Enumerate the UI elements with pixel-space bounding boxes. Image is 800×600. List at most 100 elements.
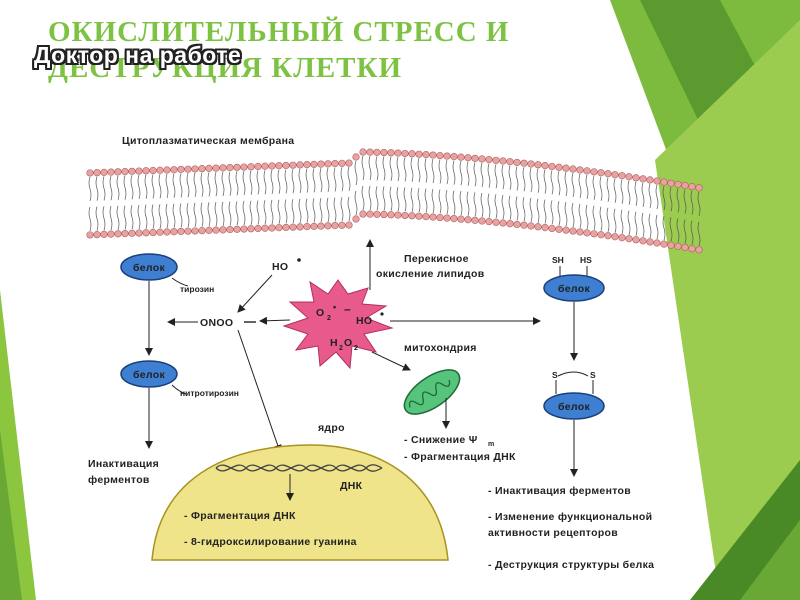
lipid-tail bbox=[347, 166, 351, 192]
lipid-tail bbox=[172, 203, 176, 228]
lipid-tail bbox=[459, 191, 463, 216]
lipid-head bbox=[674, 242, 682, 250]
lipid-head bbox=[569, 165, 577, 173]
lipid-head bbox=[373, 148, 381, 156]
lipid-tail bbox=[207, 172, 211, 197]
lipid-head bbox=[401, 149, 409, 158]
lipid-head bbox=[534, 223, 542, 231]
protein-oval-3: белок bbox=[543, 274, 605, 302]
lipid-head bbox=[198, 227, 206, 235]
lipid-tail bbox=[571, 172, 575, 198]
lipid-head bbox=[324, 222, 332, 230]
lipid-tail bbox=[158, 174, 162, 199]
lipid-head bbox=[128, 167, 136, 175]
lipid-head bbox=[646, 238, 654, 246]
enzyme-inactivation-line-1: Инактивация bbox=[88, 458, 159, 470]
lipid-head bbox=[667, 241, 675, 249]
lipid-tail bbox=[333, 167, 337, 192]
lipid-tail bbox=[361, 155, 365, 181]
lipid-head bbox=[170, 166, 178, 174]
lipid-tail bbox=[137, 204, 141, 230]
lipid-tail bbox=[221, 201, 225, 226]
arrow bbox=[237, 329, 282, 453]
lipid-head bbox=[268, 162, 276, 170]
lipid-head bbox=[632, 236, 640, 244]
cell-nucleus bbox=[151, 444, 449, 561]
lipid-head bbox=[142, 229, 150, 237]
lipid-head bbox=[506, 158, 514, 166]
lipid-tail bbox=[102, 176, 106, 201]
lipid-head bbox=[93, 169, 101, 177]
lipid-tail bbox=[361, 185, 365, 211]
lipid-tail bbox=[375, 156, 379, 181]
lipid-head bbox=[639, 237, 647, 245]
lipid-head bbox=[226, 163, 234, 172]
lipid-head bbox=[478, 217, 486, 225]
lipid-tail bbox=[263, 170, 267, 195]
lipid-tail bbox=[95, 206, 99, 231]
lipid-head bbox=[513, 158, 521, 167]
lipid-tail bbox=[676, 218, 680, 243]
lipid-tail bbox=[669, 217, 673, 242]
right-effect-2: - Изменение функциональной bbox=[488, 511, 652, 523]
lipid-head bbox=[366, 148, 374, 156]
lipid-tail bbox=[487, 163, 491, 188]
nucleus-effect-1: - Фрагментация ДНК bbox=[184, 510, 296, 522]
lipid-tail bbox=[116, 175, 120, 200]
nitrotyrosine-label: нитротирозин bbox=[180, 388, 239, 398]
lipid-head bbox=[380, 148, 388, 157]
lipid-head bbox=[282, 161, 290, 170]
lipid-head bbox=[149, 166, 157, 175]
lipid-tail bbox=[410, 187, 414, 212]
lipid-head bbox=[198, 165, 206, 173]
lipid-head bbox=[569, 227, 577, 235]
lipid-head bbox=[177, 227, 185, 236]
lipid-head bbox=[163, 166, 171, 174]
lipid-tail bbox=[109, 206, 113, 231]
lipid-head bbox=[660, 240, 668, 248]
protein-oval-2: белок bbox=[120, 360, 178, 388]
lipid-head bbox=[275, 162, 283, 170]
lipid-tail bbox=[382, 186, 386, 211]
lipid-head bbox=[415, 150, 423, 158]
lipid-tail bbox=[319, 167, 323, 193]
lipid-tail bbox=[557, 171, 561, 196]
lipid-head bbox=[394, 211, 402, 219]
lipid-head bbox=[534, 161, 542, 169]
hydroxyl-radical-label: HO bbox=[356, 315, 372, 327]
lipid-head bbox=[604, 170, 612, 178]
lipid-tail bbox=[417, 158, 421, 183]
lipid-tail bbox=[165, 173, 169, 199]
slide-title-line-2: ДЕСТРУКЦИЯ КЛЕТКИ bbox=[48, 52, 403, 84]
lipid-head bbox=[597, 231, 605, 239]
lipid-tail bbox=[641, 182, 645, 207]
lipid-tail bbox=[662, 185, 666, 211]
lipid-head bbox=[513, 220, 521, 229]
lipid-head bbox=[310, 222, 318, 230]
lipid-tail bbox=[515, 166, 519, 191]
enzyme-inactivation-line-2: ферментов bbox=[88, 474, 150, 486]
lipid-head bbox=[499, 157, 507, 165]
lipid-tail bbox=[634, 211, 638, 236]
lipid-head bbox=[646, 176, 654, 184]
lipid-tail bbox=[200, 202, 204, 227]
lipid-tail bbox=[578, 173, 582, 199]
lipid-tail bbox=[473, 162, 477, 187]
lipid-head bbox=[520, 221, 528, 229]
deco-triangle bbox=[740, 520, 800, 600]
arrow bbox=[259, 316, 291, 325]
lipid-tail bbox=[123, 205, 127, 230]
lipid-tail bbox=[564, 202, 568, 227]
lipid-tail bbox=[438, 159, 442, 184]
lipid-tail bbox=[620, 179, 624, 204]
lipid-head bbox=[86, 169, 94, 177]
lipid-head bbox=[100, 168, 108, 176]
svg-text:2: 2 bbox=[339, 345, 343, 352]
lipid-head bbox=[408, 150, 416, 158]
lipid-tail bbox=[641, 212, 645, 237]
lipid-head bbox=[492, 218, 500, 226]
lipid-head bbox=[660, 178, 668, 186]
lipid-tail bbox=[389, 186, 393, 211]
lipid-head bbox=[422, 213, 430, 221]
lipid-head bbox=[324, 160, 332, 168]
